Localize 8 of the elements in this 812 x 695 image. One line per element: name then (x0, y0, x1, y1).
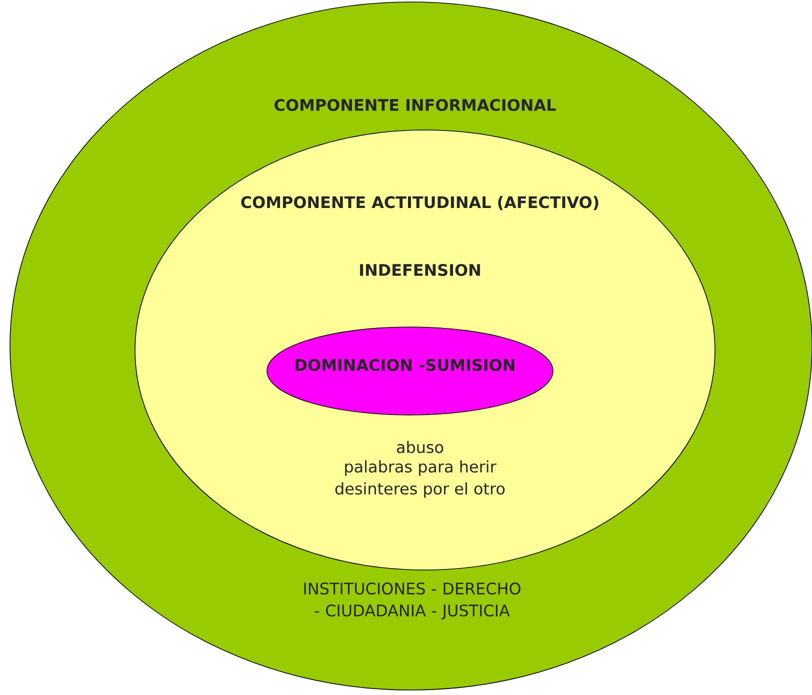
text: abuso (396, 440, 444, 454)
text: desinteres por el otro (335, 482, 505, 498)
heading: COMPONENTE ACTITUDINAL (AFECTIVO) (241, 196, 598, 210)
text: palabras para herir (345, 460, 496, 476)
heading: DOMINACION -SUMISION (296, 358, 514, 372)
heading: INDEFENSION (360, 264, 480, 276)
text: INSTITUCIONES - DERECHO - CIUDADANIA - JUSTICIA (304, 582, 520, 620)
heading: COMPONENTE INFORMACIONAL (274, 98, 556, 112)
